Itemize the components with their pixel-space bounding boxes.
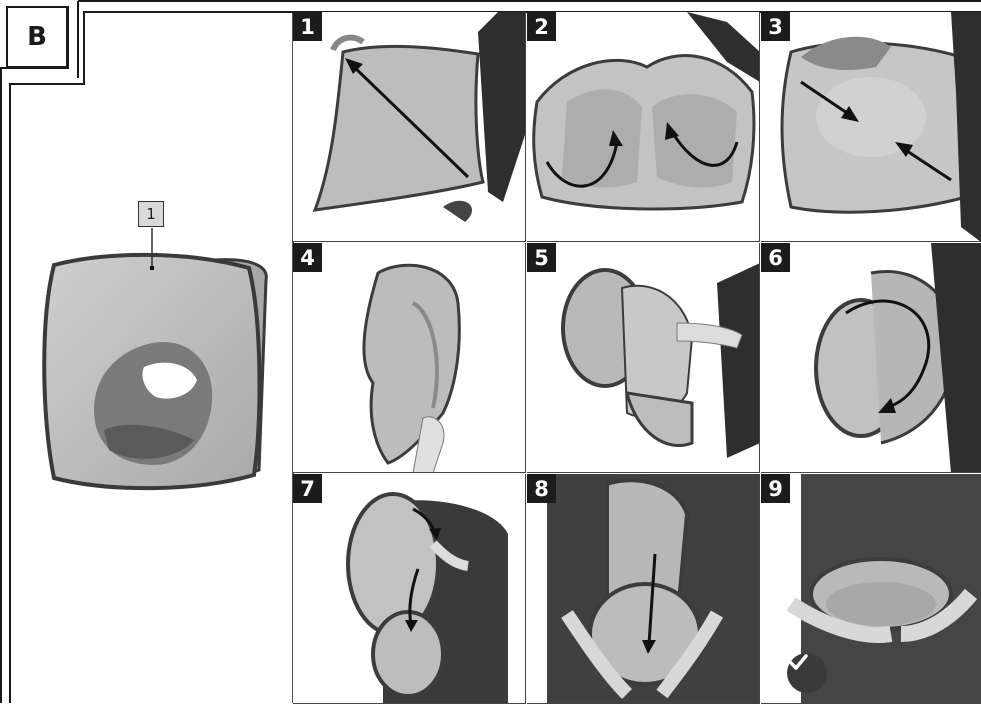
check-icon bbox=[787, 653, 827, 693]
folding-steps-grid: 1 2 3 bbox=[293, 12, 981, 703]
step-number-5: 5 bbox=[527, 243, 556, 272]
step-number-3: 3 bbox=[761, 12, 790, 41]
section-letter: B bbox=[27, 22, 47, 52]
step-panel-5: 5 bbox=[527, 243, 760, 473]
section-label-box: B bbox=[6, 6, 68, 68]
step-number-7: 7 bbox=[293, 474, 322, 503]
part-callout-1: 1 bbox=[138, 201, 164, 227]
step-panel-3: 3 bbox=[761, 12, 981, 242]
step-panel-4: 4 bbox=[293, 243, 526, 473]
step-number-8: 8 bbox=[527, 474, 556, 503]
tent-overview: 1 bbox=[14, 80, 289, 695]
step-number-4: 4 bbox=[293, 243, 322, 272]
step-panel-6: 6 bbox=[761, 243, 981, 473]
step-panel-1: 1 bbox=[293, 12, 526, 242]
step-number-1: 1 bbox=[293, 12, 322, 41]
step-number-9: 9 bbox=[761, 474, 790, 503]
step-panel-8: 8 bbox=[527, 474, 760, 704]
step-panel-7: 7 bbox=[293, 474, 526, 704]
step-number-6: 6 bbox=[761, 243, 790, 272]
step-number-2: 2 bbox=[527, 12, 556, 41]
step-panel-9: 9 bbox=[761, 474, 981, 704]
step-panel-2: 2 bbox=[527, 12, 760, 242]
